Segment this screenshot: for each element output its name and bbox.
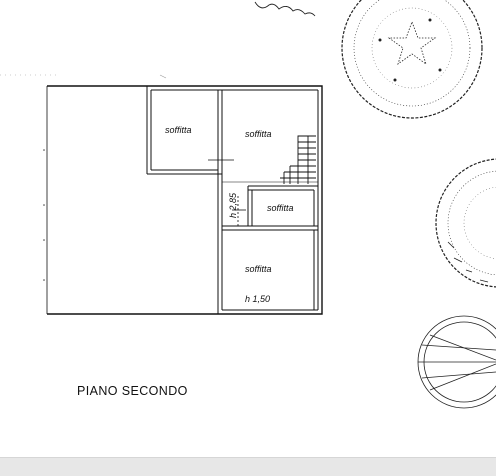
building-outline bbox=[46, 85, 323, 315]
scan-speckles bbox=[43, 149, 45, 281]
page-edge-marks bbox=[0, 74, 167, 79]
room-label-1: soffitta bbox=[165, 125, 192, 135]
signature bbox=[254, 1, 316, 17]
height-label-bottom: h 1,50 bbox=[245, 294, 270, 304]
room-label-4: soffitta bbox=[245, 264, 272, 274]
stamp-seal-middle bbox=[435, 158, 496, 288]
interior-walls bbox=[146, 86, 319, 314]
staircase bbox=[280, 135, 316, 184]
floor-title: PIANO SECONDO bbox=[77, 384, 188, 398]
room-label-3: soffitta bbox=[267, 203, 294, 213]
height-label-vertical: h 2,85 bbox=[228, 192, 238, 218]
footer-bar bbox=[0, 457, 496, 476]
stamp-seal-top bbox=[341, 0, 483, 119]
section-marks bbox=[208, 150, 246, 226]
room-label-2: soffitta bbox=[245, 129, 272, 139]
compass-icon bbox=[417, 315, 496, 409]
